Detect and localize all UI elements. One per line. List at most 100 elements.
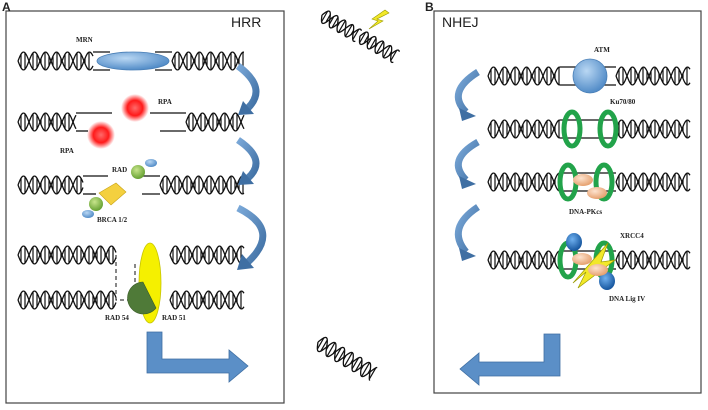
dna-base-pair — [337, 349, 346, 362]
rad54-protein — [127, 281, 157, 315]
dna-strand-b — [317, 336, 378, 378]
panel-title-nhej: NHEJ — [442, 14, 479, 30]
ku-ring-right-2 — [593, 162, 615, 202]
label-lig4: DNA Lig IV — [609, 295, 645, 303]
panel-letter-b: B — [425, 0, 434, 14]
dna-strand-a — [17, 112, 77, 132]
hrr-row2-helix-right — [185, 112, 245, 132]
dna-strand-a — [615, 119, 691, 139]
label-rpa-bottom: RPA — [60, 147, 74, 155]
dna-strand-b — [359, 31, 401, 59]
panel-hrr: A HRR MRN RPA RPA RAD BRCA 1/2 — [2, 0, 285, 404]
nhej-row2-helix-right — [615, 119, 691, 139]
hrr-arrowhead-3 — [237, 254, 254, 270]
dna-strand-b — [615, 172, 691, 192]
nhej-step-arrows — [454, 69, 481, 261]
hrr-arrow-3 — [236, 204, 267, 265]
dna-strand-b — [615, 66, 691, 86]
panel-nhej-border — [433, 10, 702, 394]
dna-strand-a — [320, 14, 356, 43]
nhej-dna-group — [487, 66, 691, 270]
dna-base-pair — [321, 10, 329, 23]
dna-strand-b — [17, 290, 117, 310]
dna-strand-b — [17, 175, 84, 195]
dna-strand-b — [487, 172, 560, 192]
dna-base-pair — [344, 24, 353, 37]
dna-strand-b — [615, 250, 691, 270]
brca-blue — [82, 210, 94, 218]
panel-nhej: B NHEJ ATM Ku70/80 DNA-PKcs — [425, 0, 702, 394]
hrr-dna-group — [17, 51, 245, 310]
center-dna-group — [316, 10, 401, 381]
panel-hrr-border — [5, 10, 285, 404]
dna-strand-a — [615, 250, 691, 270]
ku-dnapkcs-complex — [557, 162, 615, 202]
lig4-bottom — [599, 272, 615, 290]
dna-strand-a — [358, 35, 394, 64]
dna-strand-a — [487, 119, 560, 139]
dna-strand-a — [17, 51, 94, 71]
panel-letter-a: A — [2, 0, 11, 14]
nhej-arrow-2 — [454, 138, 480, 183]
dnapkcs-left — [573, 174, 593, 186]
dna-strand-a — [615, 66, 691, 86]
center-dna-top — [320, 10, 363, 43]
hrr-row4-helix-bottom-left — [17, 290, 117, 310]
label-rpa-top: RPA — [158, 98, 172, 106]
dna-base-pair — [368, 367, 377, 380]
dna-strand-b — [171, 51, 244, 71]
dna-strand-a — [487, 250, 560, 270]
xrcc4-top — [566, 233, 582, 251]
hrr-arrowhead-2 — [238, 171, 254, 185]
label-rad54: RAD 54 — [105, 314, 129, 322]
hrr-arrow-2 — [235, 137, 260, 181]
dna-strand-b — [321, 10, 363, 38]
dna-base-pair — [352, 28, 360, 41]
center-dna-bottom — [316, 336, 378, 381]
dna-strand-a — [17, 290, 117, 310]
brca-ball — [89, 197, 103, 211]
rad-blue-top — [145, 159, 157, 167]
hrr-row4-helix-top-left — [17, 245, 117, 265]
hrr-row4-helix-top-right — [169, 245, 245, 265]
dna-strand-a — [169, 290, 245, 310]
panel-title-hrr: HRR — [231, 14, 261, 30]
nhej-row3-helix-left — [487, 172, 560, 192]
d-loop-dashed-inner — [134, 264, 157, 292]
dnapkcs-left-3 — [572, 253, 592, 265]
nhej-arrow-3 — [454, 204, 481, 255]
dna-base-pair — [343, 352, 353, 367]
dna-base-pair — [382, 45, 391, 58]
hrr-arrow-1 — [235, 63, 260, 111]
dna-base-pair — [390, 49, 398, 62]
dna-strand-b — [169, 245, 245, 265]
dna-strand-b — [17, 245, 117, 265]
dna-strand-a — [171, 51, 244, 71]
label-mrn: MRN — [76, 36, 93, 44]
center-illustration — [316, 9, 401, 381]
rpa-protein-bottom — [87, 121, 115, 149]
rpa-protein-top — [121, 94, 149, 122]
ku-rings — [561, 109, 619, 149]
dna-strand-a — [487, 172, 560, 192]
nhej-big-arrow — [459, 333, 561, 386]
dna-strand-a — [615, 172, 691, 192]
rad-brca-complex — [82, 159, 157, 218]
ligation-complex — [557, 233, 617, 290]
label-brca: BRCA 1/2 — [97, 216, 128, 224]
lightning-bolt-icon — [368, 9, 390, 30]
dna-base-pair — [337, 20, 346, 33]
dna-base-pair — [359, 31, 367, 44]
dna-strand-b — [487, 250, 560, 270]
dna-strand-a — [316, 341, 372, 381]
dna-strand-a — [487, 66, 560, 86]
dna-base-pair — [361, 362, 371, 377]
dnapkcs-right — [587, 187, 607, 199]
nhej-arrow-1 — [454, 69, 480, 115]
hrr-row3-helix-left — [17, 175, 84, 195]
hrr-row1-helix-right — [171, 51, 244, 71]
d-loop-dashed-left — [115, 255, 141, 301]
dna-strand-b — [159, 175, 245, 195]
dna-strand-a — [159, 175, 245, 195]
dna-base-pair — [354, 359, 363, 372]
